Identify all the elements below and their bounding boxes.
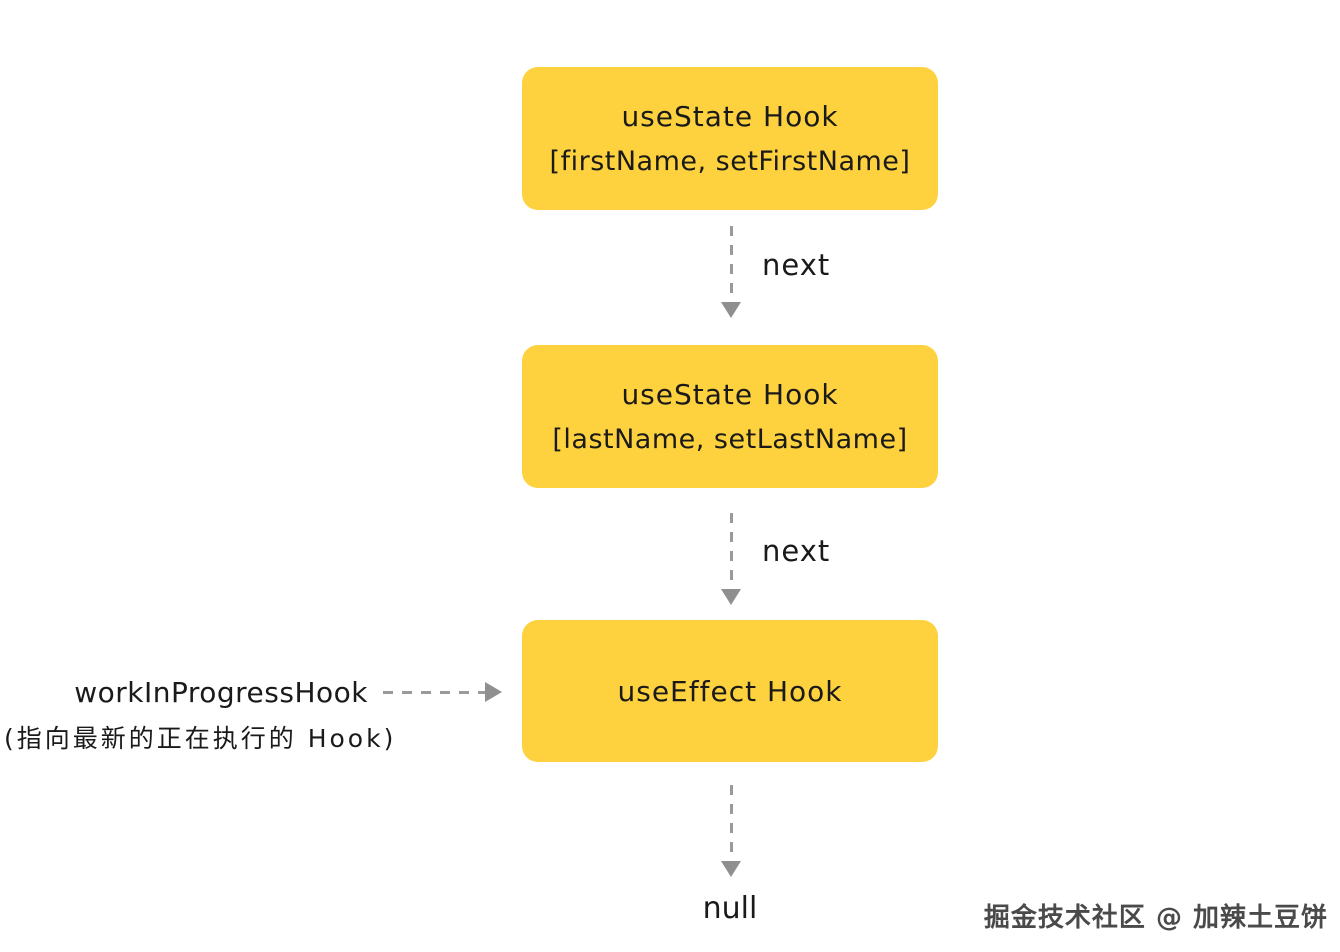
arrowhead-down-icon [721,861,741,877]
node-usestate-lastname: useState Hook [lastName, setLastName] [522,345,938,488]
node-useeffect: useEffect Hook [522,620,938,762]
dashed-line [729,785,733,861]
next-arrow-2 [721,513,741,605]
null-terminal-label: null [702,891,758,926]
node-subtitle: [lastName, setLastName] [552,424,908,455]
node-title: useEffect Hook [617,674,843,708]
dashed-line [729,513,733,589]
work-in-progress-hook-label: workInProgressHook [74,676,368,709]
next-arrow-3 [721,785,741,877]
pointer-arrow [383,682,502,702]
watermark: 掘金技术社区 @ 加辣土豆饼 [983,903,1328,933]
next-arrow-1 [721,226,741,318]
arrowhead-down-icon [721,302,741,318]
node-subtitle: [firstName, setFirstName] [549,146,911,177]
node-title: useState Hook [621,100,839,133]
node-usestate-firstname: useState Hook [firstName, setFirstName] [522,67,938,210]
node-title: useState Hook [621,378,839,411]
work-in-progress-hook-note: (指向最新的正在执行的 Hook) [4,724,397,753]
dashed-line [729,226,733,302]
arrowhead-right-icon [485,682,502,702]
edge-label-next-1: next [762,248,831,282]
dashed-line [383,690,485,694]
edge-label-next-2: next [762,534,831,568]
arrowhead-down-icon [721,589,741,605]
